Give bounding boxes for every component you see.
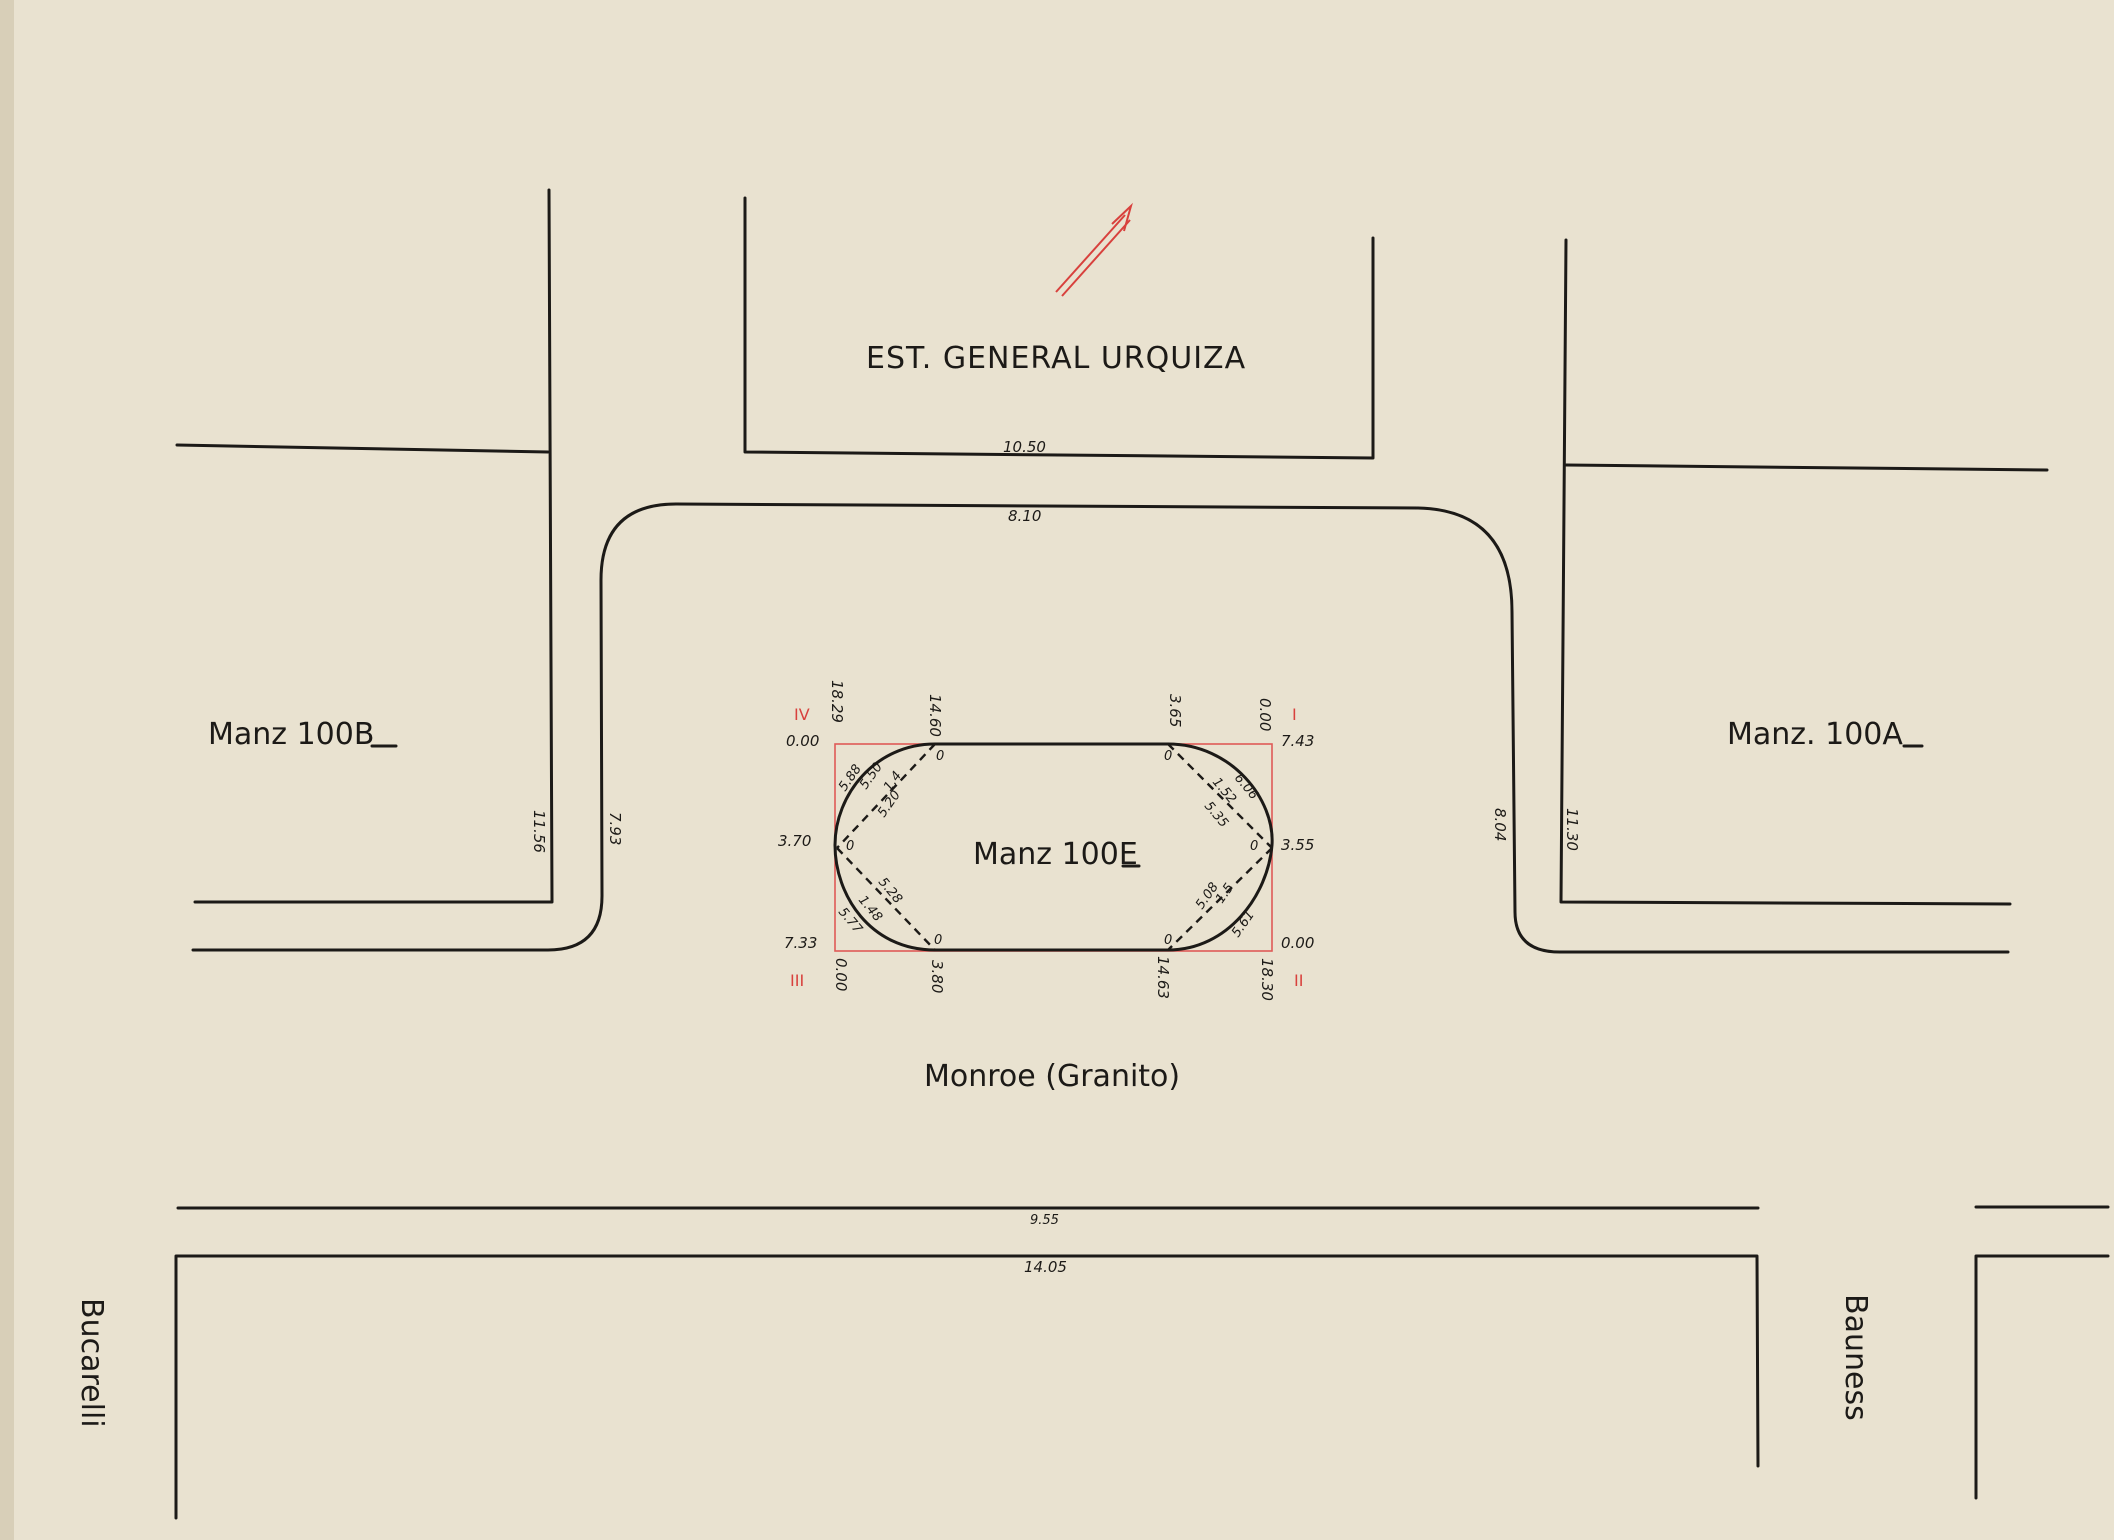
coord-bottom-right-y: 0.00 [1281, 934, 1314, 952]
point-mark-zero: 0 [936, 749, 944, 764]
corner-mark-i: I [1292, 705, 1297, 724]
coord-bottom-curve-left: 3.80 [928, 960, 946, 993]
left-block-east-edge [193, 188, 554, 904]
paper-left-edge [0, 0, 14, 1540]
point-mark-zero: 0 [1250, 839, 1258, 854]
street-monroe-label: Monroe (Granito) [924, 1059, 1180, 1094]
coord-mid-right: 3.55 [1281, 836, 1314, 854]
coord-bottom-right-x: 18.30 [1258, 958, 1276, 1001]
point-mark-zero: 0 [934, 933, 942, 948]
right-block-top-edge [1564, 463, 2049, 472]
coord-bottom-left-y: 7.33 [784, 934, 817, 952]
plaza-top-dimension: 8.10 [1008, 507, 1041, 525]
south-block-outline [174, 1254, 1760, 1520]
point-mark-zero: 0 [1164, 933, 1172, 948]
corner-mark-iv: IV [794, 705, 810, 724]
street-bucarelli-label: Bucarelli [74, 1298, 109, 1428]
station-label: EST. GENERAL URQUIZA [866, 341, 1246, 376]
coord-top-right-x: 0.00 [1256, 698, 1274, 731]
survey-chord-lower-right [1167, 847, 1273, 951]
survey-chord-upper-left [836, 743, 936, 849]
north-arrow-icon [1055, 202, 1133, 297]
point-mark-zero: 0 [846, 839, 854, 854]
block-100a-label: Manz. 100A [1727, 717, 1903, 752]
coord-top-curve-right: 3.65 [1166, 694, 1184, 727]
monroe-road-dimension: 9.55 [1030, 1213, 1059, 1228]
station-front-dimension: 10.50 [1003, 438, 1046, 456]
survey-chord-lower-left [836, 847, 936, 951]
survey-chord-upper-right [1167, 743, 1273, 849]
left-block-width-dimension: 11.56 [530, 810, 548, 853]
left-street-width-dimension: 7.93 [606, 812, 624, 845]
coord-mid-left: 3.70 [778, 832, 811, 850]
block-100e-label: Manz 100E [973, 837, 1138, 872]
corner-mark-iii: III [790, 971, 804, 990]
coord-top-left-y: 0.00 [786, 732, 819, 750]
coord-top-right-y: 7.43 [1281, 732, 1314, 750]
block-100b-label: Manz 100B [208, 717, 374, 752]
coord-bottom-curve-right: 14.63 [1154, 956, 1172, 999]
monroe-sidewalk-dimension: 14.05 [1024, 1258, 1067, 1276]
point-mark-zero: 0 [1164, 749, 1172, 764]
right-block-width-dimension: 11.30 [1563, 808, 1581, 851]
street-bauness-label: Bauness [1838, 1294, 1873, 1421]
station-block-outline [743, 196, 1375, 460]
right-street-width-dimension: 8.04 [1491, 808, 1509, 841]
corner-mark-ii: II [1294, 971, 1303, 990]
right-block-west-edge [1559, 238, 2012, 906]
coord-top-curve-left: 14.60 [926, 694, 944, 737]
coord-top-left-x: 18.29 [828, 680, 846, 723]
plaza-street-outline [191, 502, 2010, 954]
left-block-top-edge [175, 443, 550, 454]
coord-bottom-left-x: 0.00 [832, 958, 850, 991]
southeast-block-outline [1974, 1254, 2110, 1500]
